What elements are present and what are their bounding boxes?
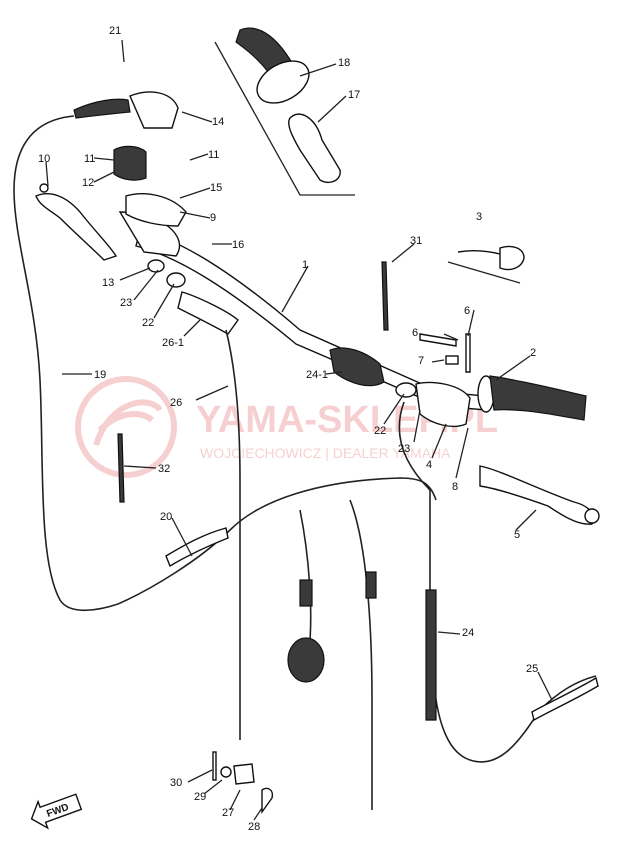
callout-28: 28 — [248, 821, 260, 833]
cable-throttle — [299, 509, 312, 641]
callout-3: 3 — [476, 211, 482, 223]
cable-24-spring — [425, 589, 437, 721]
left-brackets — [147, 259, 239, 335]
throttle-spring — [299, 579, 313, 607]
cable-20-sleeve — [165, 527, 229, 568]
callout-1: 1 — [302, 259, 308, 271]
bolt-6b — [465, 333, 471, 373]
tie-32 — [117, 433, 125, 503]
grip-inset — [235, 27, 341, 184]
inset-frame-3 — [447, 261, 521, 284]
leaders — [45, 39, 553, 821]
watermark-logo-mark — [93, 399, 163, 446]
callout-10: 10 — [38, 153, 50, 165]
cable-20 — [117, 477, 437, 605]
callout-25: 25 — [526, 663, 538, 675]
callout-11b: 11 — [208, 149, 219, 161]
callout-22a: 22 — [142, 317, 154, 329]
callout-11a: 11 — [84, 153, 95, 165]
callout-24: 24 — [462, 627, 474, 639]
callout-21: 21 — [109, 25, 121, 37]
cable-26 — [225, 329, 241, 740]
watermark-logo-ring — [75, 376, 177, 478]
cable-19 — [13, 115, 119, 612]
callout-13: 13 — [102, 277, 114, 289]
bolt-6a — [419, 333, 457, 347]
callout-22b: 22 — [374, 425, 386, 437]
callout-5: 5 — [514, 529, 520, 541]
callout-4: 4 — [426, 459, 432, 471]
callout-31: 31 — [410, 235, 422, 247]
callout-6b: 6 — [464, 305, 470, 317]
cable-25 — [531, 676, 599, 722]
callout-26: 26 — [170, 397, 182, 409]
callout-26-1: 26-1 — [162, 337, 184, 349]
callout-7: 7 — [418, 355, 424, 367]
cable-throttle-2 — [349, 499, 373, 810]
callout-12: 12 — [82, 177, 94, 189]
part-3 — [457, 245, 525, 271]
callout-16: 16 — [232, 239, 244, 251]
callout-2: 2 — [530, 347, 536, 359]
callout-30: 30 — [170, 777, 182, 789]
callout-15: 15 — [210, 182, 222, 194]
callout-27: 27 — [222, 807, 234, 819]
throttle-bell — [287, 637, 325, 683]
callout-23a: 23 — [120, 297, 132, 309]
throttle-spring-2 — [365, 571, 377, 599]
nut-7 — [445, 355, 459, 365]
callout-24-1: 24-1 — [306, 369, 328, 381]
callout-32: 32 — [158, 463, 170, 475]
handlebar — [118, 211, 487, 411]
small-parts — [212, 751, 274, 815]
callout-23b: 23 — [398, 443, 410, 455]
tie-31 — [381, 261, 389, 331]
callout-9: 9 — [210, 212, 216, 224]
callout-8: 8 — [452, 481, 458, 493]
inset-frame-grip — [214, 41, 355, 196]
callout-14: 14 — [212, 116, 224, 128]
callout-17: 17 — [348, 89, 360, 101]
callout-6a: 6 — [412, 327, 418, 339]
fwd-arrow: FWD — [30, 793, 83, 830]
callout-29: 29 — [194, 791, 206, 803]
callout-19: 19 — [94, 369, 106, 381]
right-grip-lever — [329, 347, 600, 525]
watermark-subtitle: WOJCIECHOWICZ | DEALER YAMAHA — [200, 445, 451, 461]
callout-20: 20 — [160, 511, 172, 523]
callouts: 21 18 17 14 10 11 11 12 15 9 3 16 31 1 1… — [38, 25, 538, 833]
left-switch-assembly — [35, 91, 187, 261]
callout-18: 18 — [338, 57, 350, 69]
